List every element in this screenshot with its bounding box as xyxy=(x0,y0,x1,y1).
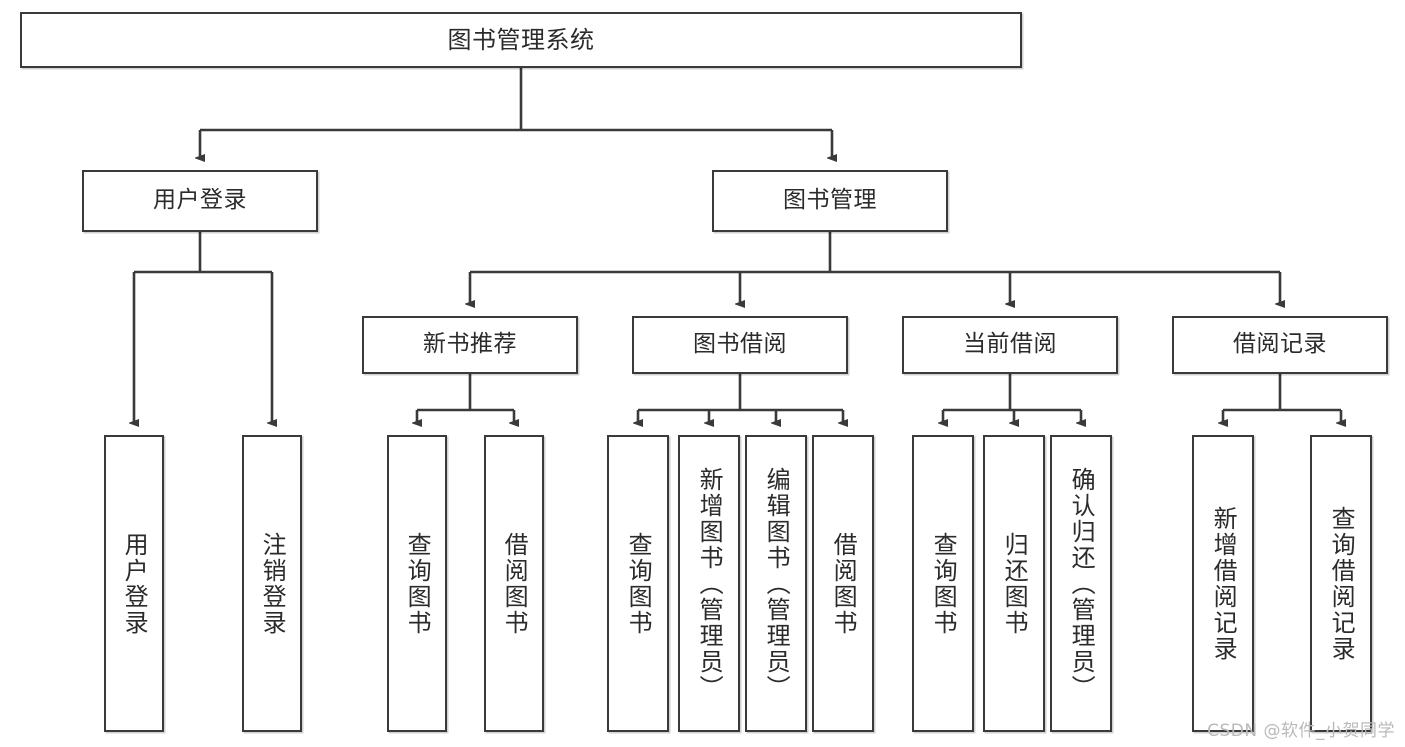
node-leaf-confirm-return-label: 确认归还（管理员） xyxy=(1067,466,1096,701)
node-user-login-label: 用户登录 xyxy=(153,187,247,214)
node-leaf-add-record-label: 新增借阅记录 xyxy=(1209,505,1238,662)
node-leaf-add-book[interactable]: 新增图书（管理员） xyxy=(678,435,740,732)
node-current-borrow-label: 当前借阅 xyxy=(963,331,1057,358)
node-leaf-add-book-label: 新增图书（管理员） xyxy=(695,466,724,701)
node-leaf-query-record[interactable]: 查询借阅记录 xyxy=(1310,435,1372,732)
node-leaf-edit-book[interactable]: 编辑图书（管理员） xyxy=(745,435,807,732)
node-leaf-borrow-book-2-label: 借阅图书 xyxy=(829,531,858,636)
node-leaf-user-logout[interactable]: 注销登录 xyxy=(242,435,302,732)
watermark: CSDN @软件_小贺同学 xyxy=(1207,721,1395,741)
node-book-borrow[interactable]: 图书借阅 xyxy=(632,316,848,374)
node-leaf-user-login[interactable]: 用户登录 xyxy=(104,435,164,732)
node-leaf-query-book-3-label: 查询图书 xyxy=(929,531,958,636)
node-borrow-record[interactable]: 借阅记录 xyxy=(1172,316,1388,374)
node-book-manage-label: 图书管理 xyxy=(783,187,877,214)
node-root-label: 图书管理系统 xyxy=(447,25,595,54)
node-user-login[interactable]: 用户登录 xyxy=(82,170,318,232)
node-book-borrow-label: 图书借阅 xyxy=(693,331,787,358)
node-leaf-query-record-label: 查询借阅记录 xyxy=(1327,505,1356,662)
node-leaf-borrow-book-1[interactable]: 借阅图书 xyxy=(484,435,544,732)
node-leaf-return-book[interactable]: 归还图书 xyxy=(983,435,1045,732)
node-leaf-borrow-book-2[interactable]: 借阅图书 xyxy=(812,435,874,732)
node-book-manage[interactable]: 图书管理 xyxy=(712,170,948,232)
node-leaf-borrow-book-1-label: 借阅图书 xyxy=(500,531,529,636)
node-leaf-edit-book-label: 编辑图书（管理员） xyxy=(762,466,791,701)
node-leaf-user-login-label: 用户登录 xyxy=(120,531,149,636)
node-leaf-query-book-3[interactable]: 查询图书 xyxy=(912,435,974,732)
node-leaf-query-book-1-label: 查询图书 xyxy=(403,531,432,636)
node-root[interactable]: 图书管理系统 xyxy=(20,12,1022,68)
node-leaf-user-logout-label: 注销登录 xyxy=(258,531,287,636)
node-leaf-query-book-1[interactable]: 查询图书 xyxy=(387,435,447,732)
node-new-book-rec-label: 新书推荐 xyxy=(423,331,517,358)
node-current-borrow[interactable]: 当前借阅 xyxy=(902,316,1118,374)
node-leaf-add-record[interactable]: 新增借阅记录 xyxy=(1192,435,1254,732)
node-new-book-rec[interactable]: 新书推荐 xyxy=(362,316,578,374)
node-leaf-confirm-return[interactable]: 确认归还（管理员） xyxy=(1050,435,1112,732)
node-borrow-record-label: 借阅记录 xyxy=(1233,331,1327,358)
node-leaf-query-book-2-label: 查询图书 xyxy=(624,531,653,636)
node-leaf-query-book-2[interactable]: 查询图书 xyxy=(607,435,669,732)
node-leaf-return-book-label: 归还图书 xyxy=(1000,531,1029,636)
